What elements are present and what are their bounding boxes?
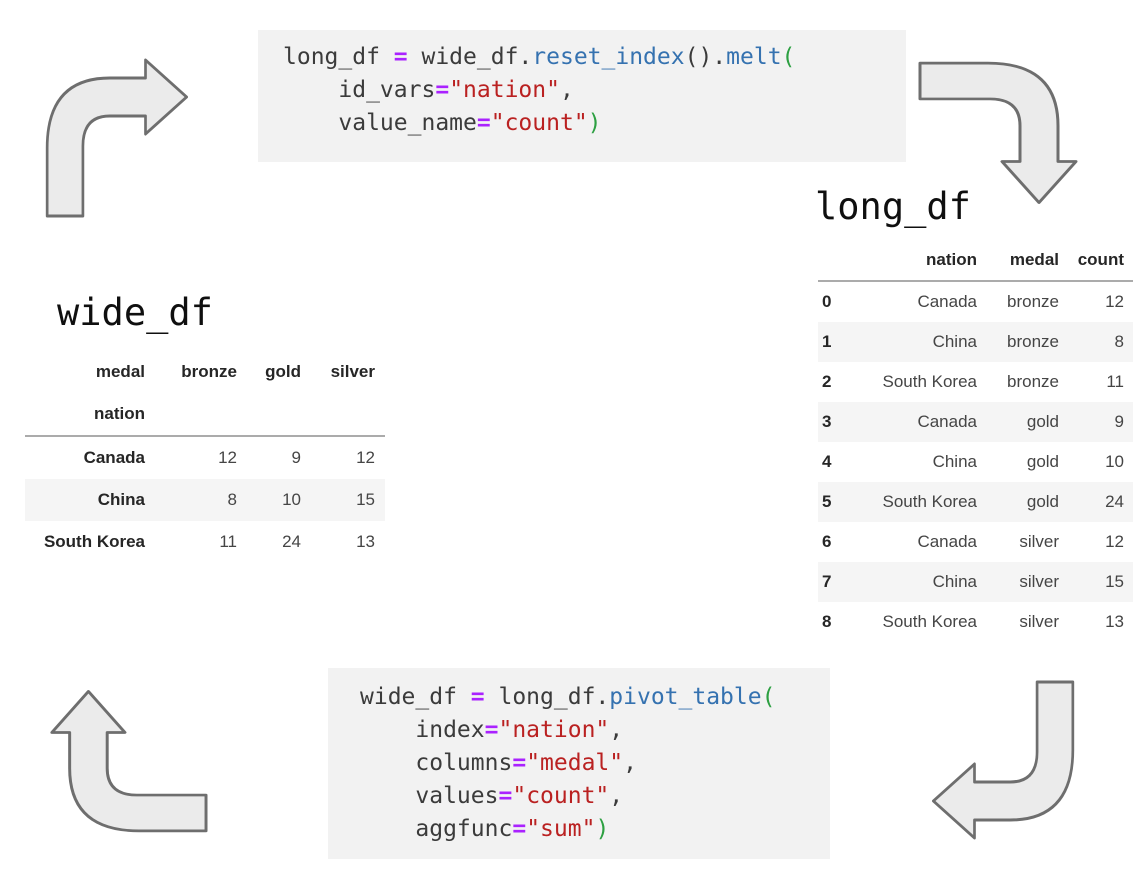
table-row: 5 South Korea gold 24	[818, 482, 1133, 522]
data-cell: 10	[1105, 452, 1124, 471]
wide-df-title: wide_df	[57, 291, 213, 334]
index-axis-row: nation	[25, 393, 385, 437]
header-cell: 5	[822, 492, 832, 511]
data-cell: South Korea	[882, 372, 977, 391]
data-cell: China	[932, 452, 977, 471]
header-cell: 0	[822, 292, 832, 311]
table-row: China 8 10 15	[25, 479, 385, 521]
code-line: index="nation",	[360, 717, 624, 743]
columns-axis-row: medal bronze gold silver	[25, 351, 385, 393]
melt-code-block: long_df = wide_df.reset_index().melt( id…	[258, 30, 906, 162]
header-cell: 8	[822, 612, 832, 631]
data-cell: 8	[1114, 332, 1124, 351]
table-row: 4 China gold 10	[818, 442, 1133, 482]
header-cell: South Korea	[43, 532, 145, 551]
header-cell: 2	[822, 372, 832, 391]
code-line: value_name="count")	[283, 110, 602, 136]
data-cell: Canada	[917, 292, 977, 311]
code-line: values="count",	[360, 783, 624, 809]
data-cell: 10	[282, 490, 301, 509]
header-cell: medal	[95, 362, 145, 381]
header-cell	[311, 393, 385, 437]
data-cell: bronze	[1007, 292, 1059, 311]
data-cell: 13	[1105, 612, 1124, 631]
data-cell: 12	[1105, 532, 1124, 551]
data-cell: 12	[356, 448, 375, 467]
table-row: 1 China bronze 8	[818, 322, 1133, 362]
data-cell: 11	[219, 532, 237, 551]
data-cell: gold	[1026, 412, 1059, 431]
header-cell: bronze	[181, 362, 237, 381]
header-cell: China	[97, 490, 145, 509]
data-cell: Canada	[917, 532, 977, 551]
header-cell: 1	[822, 332, 832, 351]
header-cell: gold	[265, 362, 301, 381]
table-row: 8 South Korea silver 13	[818, 602, 1133, 642]
data-cell: 24	[1105, 492, 1124, 511]
arrow-melt-to-long-icon	[918, 61, 1078, 204]
header-cell	[155, 393, 247, 437]
data-cell: gold	[1026, 452, 1059, 471]
data-cell: China	[932, 332, 977, 351]
code-line: id_vars="nation",	[283, 77, 574, 103]
pivot-code-block: wide_df = long_df.pivot_table( index="na…	[328, 668, 830, 859]
data-cell: silver	[1019, 572, 1059, 591]
header-cell	[247, 393, 311, 437]
code-line: aggfunc="sum")	[360, 816, 610, 842]
table-row: 2 South Korea bronze 11	[818, 362, 1133, 402]
table-row: South Korea 11 24 13	[25, 521, 385, 563]
data-cell: 15	[1105, 572, 1124, 591]
header-cell: 7	[822, 572, 832, 591]
data-cell: South Korea	[882, 612, 977, 631]
data-cell: silver	[1019, 532, 1059, 551]
data-cell: South Korea	[882, 492, 977, 511]
data-cell: 12	[218, 448, 237, 467]
code-line: wide_df = long_df.pivot_table(	[360, 684, 776, 710]
header-cell	[818, 240, 858, 282]
table-row: 3 Canada gold 9	[818, 402, 1133, 442]
header-cell: medal	[986, 240, 1068, 282]
table-row: 0 Canada bronze 12	[818, 281, 1133, 322]
header-cell: 3	[822, 412, 832, 431]
header-cell: Canada	[83, 448, 145, 467]
header-cell: 4	[822, 452, 832, 471]
code-line: long_df = wide_df.reset_index().melt(	[283, 44, 796, 70]
table-row: Canada 12 9 12	[25, 436, 385, 479]
header-cell: silver	[330, 362, 375, 381]
data-cell: bronze	[1007, 372, 1059, 391]
data-cell: bronze	[1007, 332, 1059, 351]
arrow-long-to-pivot-icon	[932, 680, 1075, 840]
table-row: 6 Canada silver 12	[818, 522, 1133, 562]
data-cell: 8	[227, 490, 237, 509]
data-cell: gold	[1026, 492, 1059, 511]
data-cell: 15	[356, 490, 375, 509]
header-cell: count	[1068, 240, 1133, 282]
data-cell: 9	[291, 448, 301, 467]
data-cell: silver	[1019, 612, 1059, 631]
data-cell: 13	[356, 532, 375, 551]
long-df-title: long_df	[815, 185, 971, 228]
data-cell: Canada	[917, 412, 977, 431]
data-cell: 11	[1106, 372, 1124, 391]
code-line: columns="medal",	[360, 750, 637, 776]
header-cell: nation	[25, 393, 155, 437]
data-cell: 12	[1105, 292, 1124, 311]
arrow-pivot-to-wide-icon	[50, 690, 208, 833]
data-cell: 24	[282, 532, 301, 551]
header-cell: nation	[858, 240, 986, 282]
arrow-wide-to-melt-icon	[45, 58, 188, 218]
data-cell: China	[932, 572, 977, 591]
table-row: 7 China silver 15	[818, 562, 1133, 602]
data-cell: 9	[1114, 412, 1124, 431]
header-cell: 6	[822, 532, 832, 551]
